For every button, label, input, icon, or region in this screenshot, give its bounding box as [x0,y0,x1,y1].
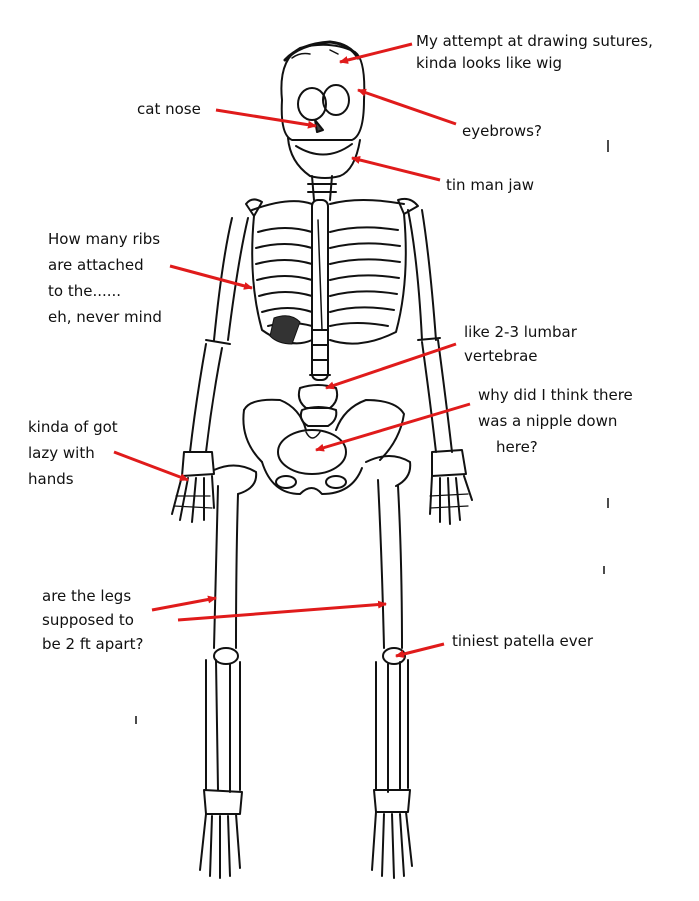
note-lumbar: like 2-3 lumbar vertebrae [464,320,577,368]
note-patella: tiniest patella ever [452,630,593,652]
note-line: How many ribs [48,230,161,248]
note-line: hands [28,470,74,488]
arrow-nipple [315,402,471,452]
note-hands: kinda of got lazy with hands [28,414,118,492]
shoulder-girdle [245,197,419,217]
arrow-patella [395,642,445,658]
note-eyebrows: eyebrows? [462,120,542,142]
note-line: kinda looks like wig [416,54,563,72]
note-line: tin man jaw [446,176,535,194]
note-line: to the...... [48,282,122,300]
note-nipple: why did I think there was a nipple down … [478,382,633,460]
note-line: lazy with [28,444,95,462]
arrow-ribs [169,264,253,290]
arrow-hands [113,450,189,482]
arrow-lumbar [325,342,457,390]
note-sutures: My attempt at drawing sutures, kinda loo… [416,30,653,74]
note-line: tiniest patella ever [452,632,594,650]
note-line: are the legs [42,587,132,605]
note-line: kinda of got [28,418,118,436]
note-line: why did I think there [478,386,633,404]
ribcage [251,213,407,345]
note-line: cat nose [137,100,201,118]
note-line: eyebrows? [462,122,542,140]
arrow-legs-right [177,600,387,622]
arrow-cat-nose [215,108,317,129]
right-leg [365,455,413,879]
note-line: supposed to [42,611,134,629]
note-line: like 2-3 lumbar [464,323,577,341]
note-ribs: How many ribs are attached to the...... … [48,226,162,330]
skull [280,40,366,179]
left-leg [199,464,258,879]
spine [297,175,339,427]
note-line: eh, never mind [48,308,162,326]
pelvis [242,398,405,495]
arrow-sutures [339,42,413,64]
arrow-legs-left [151,595,217,612]
note-line: vertebrae [464,347,538,365]
annotation-arrows [113,42,471,658]
note-line: are attached [48,256,144,274]
note-legs: are the legs supposed to be 2 ft apart? [42,584,143,656]
note-jaw: tin man jaw [446,174,534,196]
left-arm [171,217,249,523]
right-arm [407,209,473,525]
arrow-jaw [351,156,441,182]
note-cat-nose: cat nose [137,98,201,120]
note-line: here? [496,438,538,456]
note-line: was a nipple down [478,412,618,430]
note-line: My attempt at drawing sutures, [416,32,653,50]
arrow-eyebrows [357,88,457,126]
note-line: be 2 ft apart? [42,635,144,653]
